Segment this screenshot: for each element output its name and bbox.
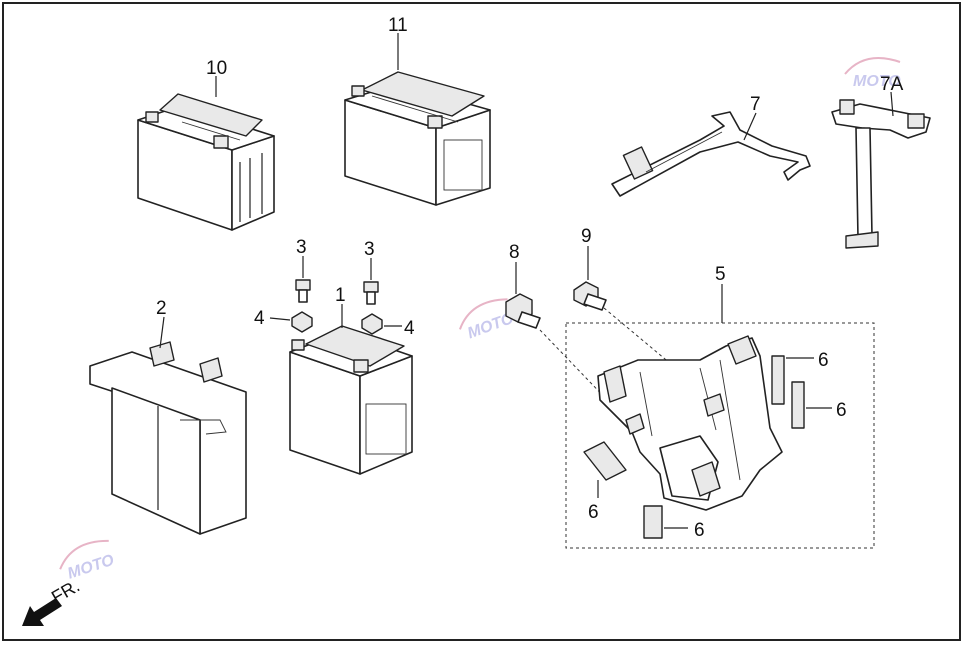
bracket-7 (611, 111, 811, 197)
callout-4-left: 4 (254, 308, 265, 329)
pad-6-mid-right (791, 381, 805, 429)
battery-10 (137, 93, 275, 231)
callout-7: 7 (750, 94, 761, 115)
battery-1 (289, 325, 413, 475)
callout-11: 11 (388, 15, 408, 36)
group-box-5 (565, 322, 875, 549)
watermark-top-right: MOTO (844, 57, 901, 90)
leader-7a (890, 91, 894, 117)
bolt-3-right (363, 281, 379, 305)
callout-6-bottom: 6 (694, 520, 705, 541)
bolt-3-left (295, 279, 311, 303)
leader-2 (159, 316, 165, 349)
battery-tray-5 (597, 335, 783, 511)
callout-6-mid-right: 6 (836, 400, 847, 421)
pad-6-left (583, 441, 627, 481)
callout-5: 5 (715, 264, 726, 285)
watermark-text: MOTO (853, 73, 901, 90)
callout-3-left: 3 (296, 237, 307, 258)
callout-4-right: 4 (404, 318, 415, 339)
callout-6-top-right: 6 (818, 350, 829, 371)
callout-8: 8 (509, 242, 520, 263)
callout-2: 2 (156, 298, 167, 319)
callout-10: 10 (206, 58, 227, 79)
battery-11 (344, 71, 491, 206)
leader-7 (743, 112, 757, 141)
front-direction-arrow-icon (22, 598, 62, 626)
leader-4-left (269, 317, 291, 321)
bolt-8 (505, 293, 541, 329)
pad-6-top-right (771, 355, 785, 405)
nut-4-right (361, 313, 383, 335)
callout-6-left: 6 (588, 502, 599, 523)
nut-4-left (291, 311, 313, 333)
callout-9: 9 (581, 226, 592, 247)
pad-6-bottom (643, 505, 663, 539)
bolt-9 (573, 281, 607, 311)
callout-1: 1 (335, 285, 346, 306)
watermark-bottom-left: MOTO (59, 539, 117, 583)
callout-3-right: 3 (364, 239, 375, 260)
callout-7a: 7A (880, 74, 904, 95)
battery-cover-2 (89, 341, 247, 535)
bracket-7a (831, 99, 931, 249)
